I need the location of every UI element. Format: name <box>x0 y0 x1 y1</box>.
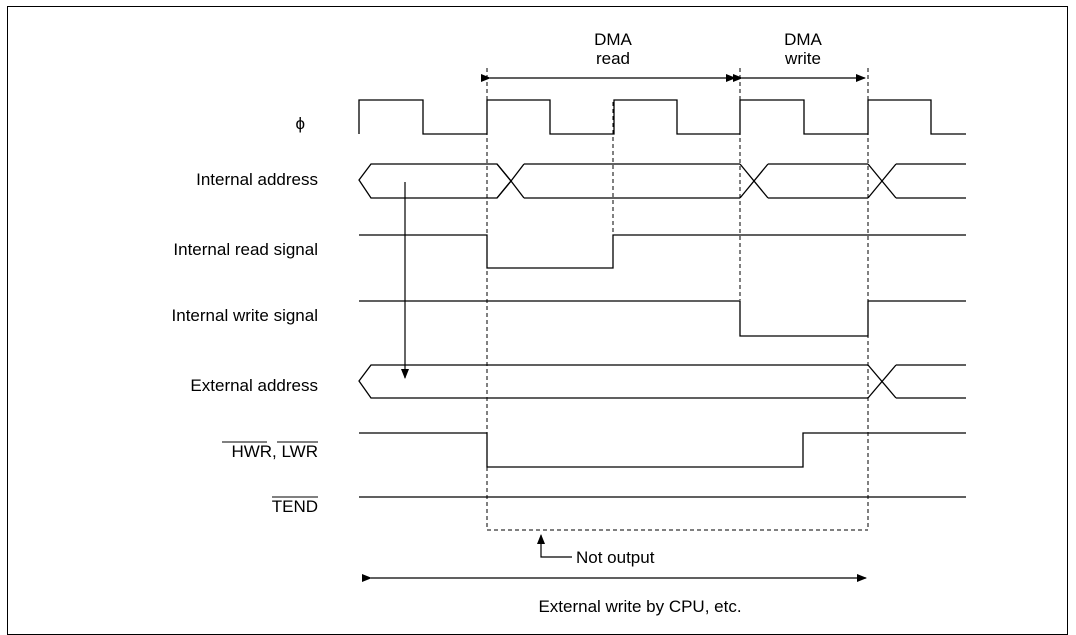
internal-read-label: Internal read signal <box>173 240 318 259</box>
internal-address-waveform <box>358 163 966 199</box>
external-write-label: External write by CPU, etc. <box>538 597 741 616</box>
internal-write-waveform <box>359 300 966 337</box>
internal-write-label: Internal write signal <box>172 306 318 325</box>
hwr-lwr-label: HWR, LWR <box>231 442 318 461</box>
clock-waveform <box>358 99 966 135</box>
dma-read-label-line1: DMA <box>594 30 632 49</box>
dma-write-label-line1: DMA <box>784 30 822 49</box>
dma-write-label-line2: write <box>784 49 821 68</box>
internal-address-label: Internal address <box>196 170 318 189</box>
tend-label: TEND <box>272 497 318 516</box>
external-address-waveform <box>358 364 966 399</box>
phi-label: ϕ <box>295 114 305 133</box>
external-address-label: External address <box>190 376 318 395</box>
hwr-lwr-waveform <box>359 432 966 468</box>
dma-read-label-line2: read <box>596 49 630 68</box>
not-output-label: Not output <box>576 548 655 567</box>
not-output-pointer <box>537 534 572 558</box>
internal-read-waveform <box>359 234 966 269</box>
